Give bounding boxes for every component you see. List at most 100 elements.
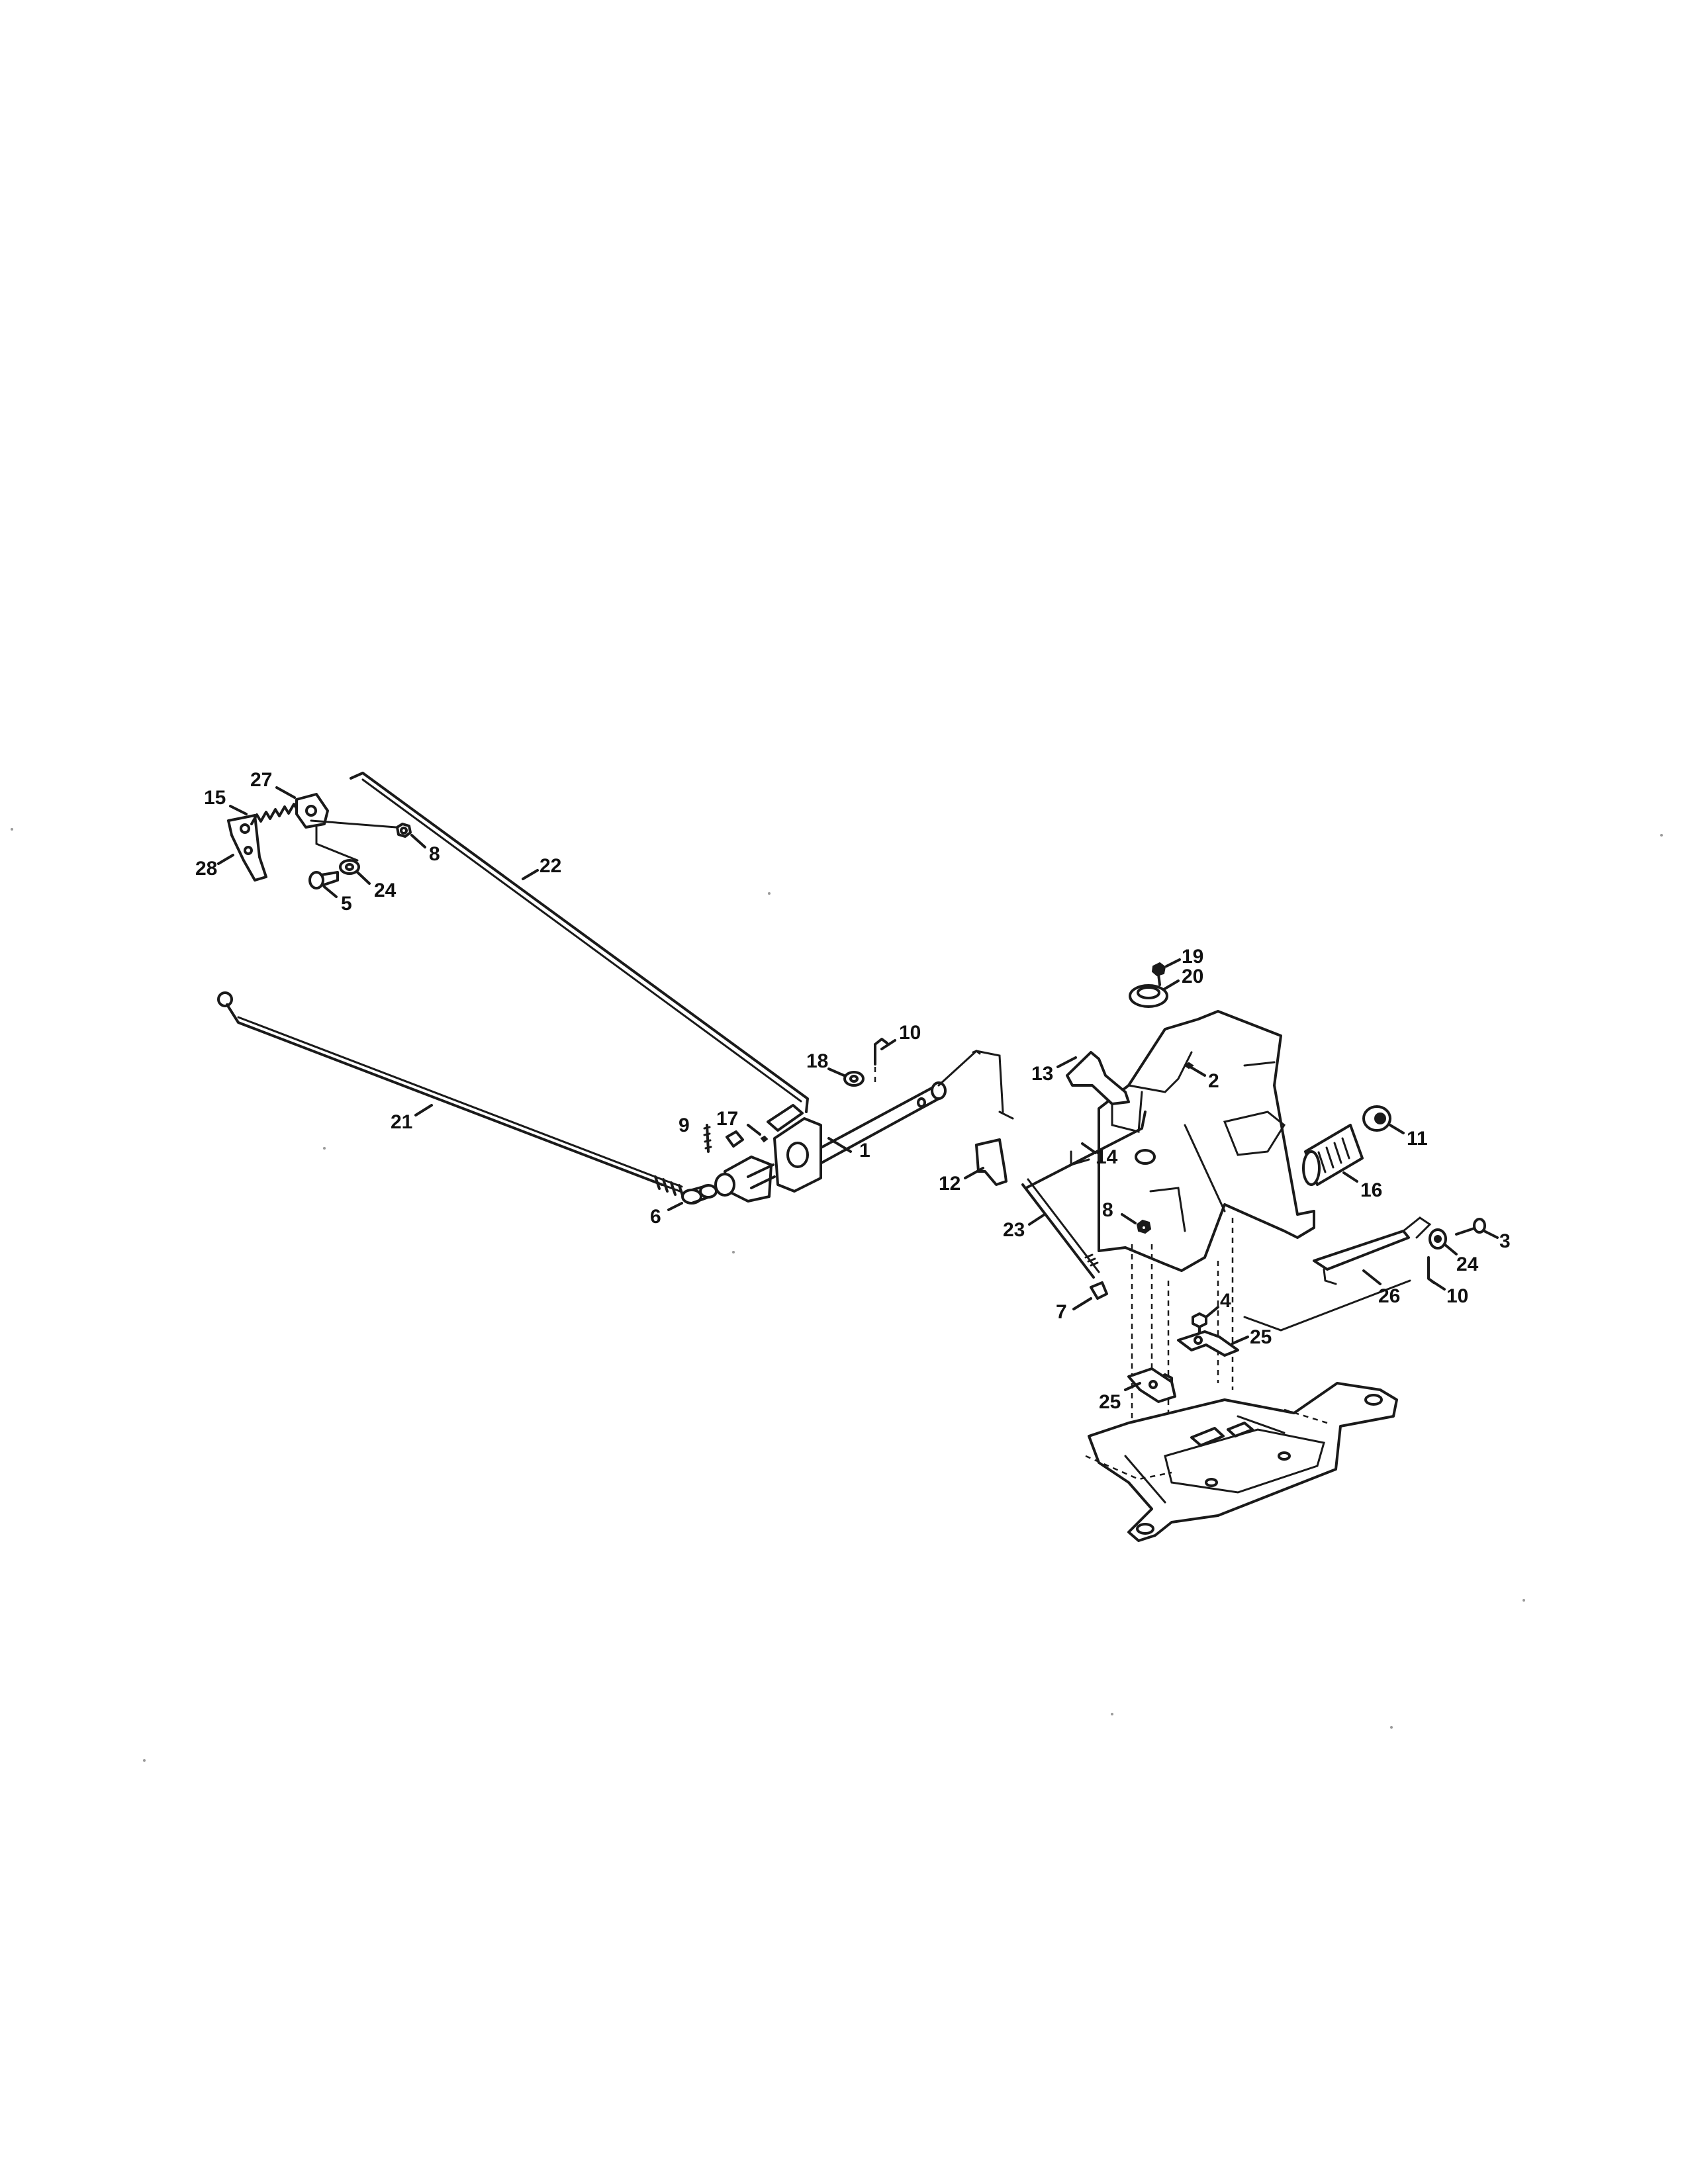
callout-labels: 1 2 3 4 5 6 7 8 [195,769,1511,1413]
part-19-screw [1151,962,1166,986]
svg-text:14: 14 [1096,1146,1118,1168]
base-frame [1085,1382,1398,1542]
callout-9: 9 [679,1115,690,1136]
callout-3: 3 [1483,1230,1511,1252]
part-12-cover [975,1138,1008,1186]
callout-25a: 25 [1231,1326,1272,1348]
callout-14: 14 [1081,1142,1118,1168]
part-5-bolt [308,871,339,889]
callout-12: 12 [939,1167,984,1195]
part-4-screw [1192,1312,1207,1337]
svg-text:28: 28 [195,858,217,880]
part-23-rod [1021,1178,1100,1279]
svg-text:15: 15 [204,787,226,809]
svg-text:7: 7 [1056,1301,1067,1323]
part-18-washer [843,1071,865,1087]
part-20-cap [1129,984,1168,1008]
callout-20: 20 [1162,966,1203,991]
part-11-cap [1362,1105,1391,1132]
callout-26: 26 [1362,1269,1400,1307]
part-16-pedal-pad [1302,1124,1364,1186]
part-10-clip-upper [874,1038,888,1085]
part-8-nut-upper [396,823,412,838]
part-1-cross-shaft [806,1050,1004,1167]
callout-16: 16 [1342,1171,1382,1201]
svg-text:21: 21 [391,1111,412,1133]
callout-11: 11 [1389,1124,1428,1150]
part-7-fitting [1090,1281,1108,1300]
svg-text:6: 6 [650,1206,661,1228]
callout-15: 15 [204,787,248,815]
svg-text:12: 12 [939,1173,961,1195]
part-21-brake-rod [217,991,684,1199]
callout-25b: 25 [1099,1382,1141,1413]
svg-text:8: 8 [429,843,440,865]
part-10-clip-right [1427,1256,1435,1284]
svg-text:25: 25 [1250,1326,1272,1348]
svg-text:20: 20 [1182,966,1203,987]
callout-28: 28 [195,854,234,880]
callout-23: 23 [1003,1213,1046,1241]
scan-specks [11,828,1663,1762]
svg-text:19: 19 [1182,946,1203,968]
callout-2: 2 [1189,1066,1219,1092]
part-24-washer-upper [339,859,360,875]
svg-text:13: 13 [1031,1063,1053,1085]
part-15-spring [250,803,299,825]
svg-text:22: 22 [539,855,561,877]
svg-text:26: 26 [1378,1285,1400,1307]
callout-19: 19 [1165,946,1203,968]
callout-6: 6 [650,1202,683,1228]
callout-21: 21 [391,1104,433,1133]
callout-22: 22 [522,855,561,880]
callout-8b: 8 [1102,1199,1137,1224]
svg-text:10: 10 [899,1022,921,1044]
part-8-nut-lower [1136,1219,1152,1234]
callout-10b: 10 [1430,1279,1468,1307]
callout-7: 7 [1056,1297,1092,1323]
callout-10a: 10 [880,1022,921,1050]
part-3-bolt [1455,1218,1486,1236]
svg-text:11: 11 [1407,1128,1428,1150]
part-26-bracket [1313,1216,1432,1285]
svg-text:25: 25 [1099,1391,1121,1413]
svg-text:18: 18 [806,1050,828,1072]
part-6-bushing [681,1184,718,1205]
svg-text:2: 2 [1208,1070,1219,1092]
svg-text:8: 8 [1102,1199,1113,1221]
callout-17: 17 [716,1108,761,1136]
svg-text:23: 23 [1003,1219,1025,1241]
callout-27: 27 [250,769,296,799]
callout-24b: 24 [1443,1243,1479,1275]
part-9-pin [703,1124,712,1153]
svg-text:24: 24 [1456,1253,1479,1275]
part-28-bracket [227,814,267,882]
svg-text:24: 24 [374,880,397,901]
part-14-linkage [972,1050,1147,1189]
svg-text:3: 3 [1499,1230,1511,1252]
pedestal-frame [1098,1010,1315,1272]
callout-24a: 24 [356,871,397,901]
svg-text:9: 9 [679,1115,690,1136]
svg-text:10: 10 [1446,1285,1468,1307]
callout-8a: 8 [410,834,440,865]
part-24-washer-right [1429,1228,1447,1250]
callout-13: 13 [1031,1056,1077,1085]
svg-text:5: 5 [341,893,352,915]
assembly-guides [998,1111,1411,1456]
part-22-control-rod [350,772,809,1113]
part-25-clamp-lower [1127,1367,1176,1403]
svg-text:27: 27 [250,769,272,791]
part-27-plate [295,793,397,862]
svg-text:17: 17 [716,1108,738,1130]
callout-5: 5 [323,886,352,915]
svg-text:16: 16 [1360,1179,1382,1201]
part-17-shaft-hub [714,1104,822,1203]
part-13-pedal-lever [1066,1051,1143,1133]
callout-18: 18 [806,1050,845,1077]
callout-1: 1 [827,1137,870,1161]
svg-text:4: 4 [1220,1290,1231,1312]
part-25-clamp-upper [1177,1330,1239,1357]
svg-text:1: 1 [859,1140,870,1161]
